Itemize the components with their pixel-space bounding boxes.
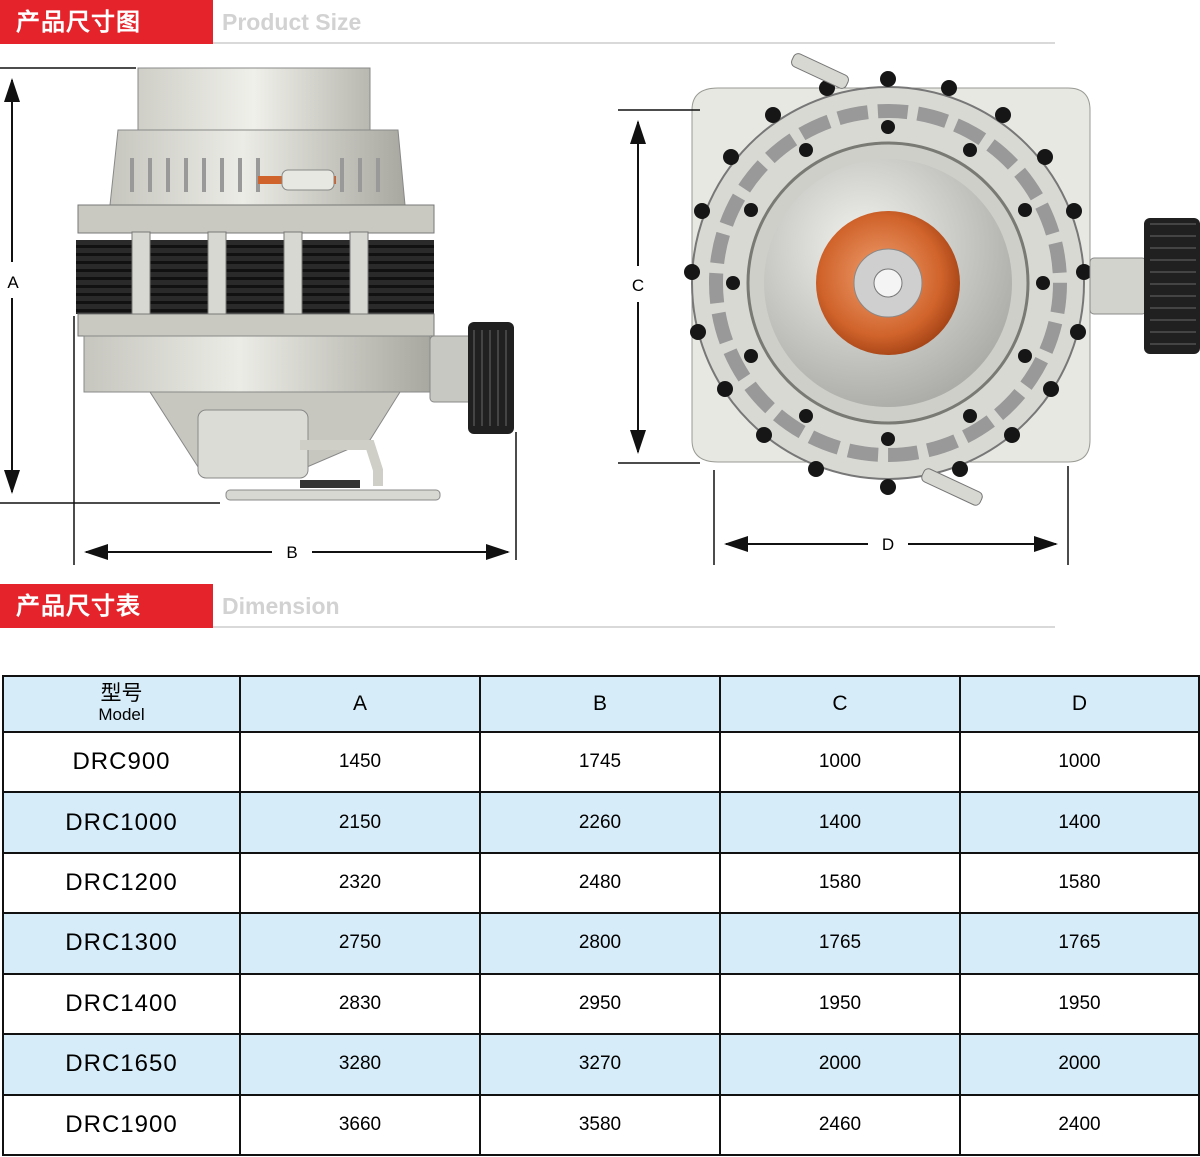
cell-d: 1000 [959, 730, 1200, 794]
crusher-top-view [684, 53, 1200, 506]
dim-a-label: A [7, 273, 19, 292]
cell-c: 2460 [719, 1093, 961, 1157]
cell-c: 1950 [719, 972, 961, 1036]
dimension-title-zh: 产品尺寸表 [0, 584, 213, 628]
cell-d: 2000 [959, 1033, 1200, 1096]
model-cell: DRC1000 [2, 791, 241, 854]
cell-d: 1765 [959, 912, 1200, 975]
cell-a: 3660 [239, 1093, 481, 1157]
cell-d: 2400 [959, 1093, 1200, 1157]
cell-c: 1400 [719, 791, 961, 854]
dimension-drawing: A B [0, 53, 1200, 565]
table-row: DRC1650 3280 3270 2000 2000 [2, 1033, 1200, 1096]
column-header-model: 型号 Model [2, 675, 241, 733]
crusher-side-view [76, 67, 514, 501]
dim-b-label: B [286, 543, 297, 562]
table-row: DRC1000 2150 2260 1400 1400 [2, 791, 1200, 854]
product-size-header: 产品尺寸图 Product Size [0, 0, 1055, 44]
cell-d: 1950 [959, 972, 1200, 1036]
cell-a: 3280 [239, 1033, 481, 1096]
column-header-c: C [719, 675, 961, 733]
model-cell: DRC900 [2, 730, 241, 794]
cell-a: 2150 [239, 791, 481, 854]
table-row: DRC1200 2320 2480 1580 1580 [2, 851, 1200, 915]
cell-b: 2480 [479, 851, 721, 915]
cell-b: 1745 [479, 730, 721, 794]
cell-a: 1450 [239, 730, 481, 794]
cell-b: 2260 [479, 791, 721, 854]
cell-b: 3270 [479, 1033, 721, 1096]
cell-a: 2830 [239, 972, 481, 1036]
cell-a: 2320 [239, 851, 481, 915]
dimension-table: 型号 Model A B C D DRC900 1450 1745 1000 1… [2, 675, 1200, 1157]
column-header-a: A [239, 675, 481, 733]
header-divider [213, 626, 1055, 628]
cell-b: 3580 [479, 1093, 721, 1157]
column-header-b: B [479, 675, 721, 733]
cell-a: 2750 [239, 912, 481, 975]
model-cell: DRC1300 [2, 912, 241, 975]
dimension-title-en: Dimension [222, 593, 340, 619]
cell-c: 2000 [719, 1033, 961, 1096]
cell-c: 1580 [719, 851, 961, 915]
table-header-row: 型号 Model A B C D [2, 675, 1200, 733]
column-header-d: D [959, 675, 1200, 733]
table-row: DRC1300 2750 2800 1765 1765 [2, 912, 1200, 975]
cell-c: 1000 [719, 730, 961, 794]
cell-b: 2950 [479, 972, 721, 1036]
header-divider [213, 42, 1055, 44]
model-cell: DRC1400 [2, 972, 241, 1036]
cell-d: 1580 [959, 851, 1200, 915]
model-header-zh: 型号 [100, 682, 143, 705]
model-cell: DRC1650 [2, 1033, 241, 1096]
table-row: DRC1400 2830 2950 1950 1950 [2, 972, 1200, 1036]
product-size-title-zh: 产品尺寸图 [0, 0, 213, 44]
dimension-table-header: 产品尺寸表 Dimension [0, 584, 1055, 628]
model-cell: DRC1900 [2, 1093, 241, 1157]
dim-d-label: D [882, 535, 894, 554]
product-size-title-en: Product Size [222, 9, 362, 35]
model-cell: DRC1200 [2, 851, 241, 915]
cell-c: 1765 [719, 912, 961, 975]
cell-d: 1400 [959, 791, 1200, 854]
table-row: DRC1900 3660 3580 2460 2400 [2, 1093, 1200, 1157]
table-row: DRC900 1450 1745 1000 1000 [2, 730, 1200, 794]
dim-c-label: C [632, 276, 644, 295]
model-header-en: Model [98, 705, 145, 724]
cell-b: 2800 [479, 912, 721, 975]
